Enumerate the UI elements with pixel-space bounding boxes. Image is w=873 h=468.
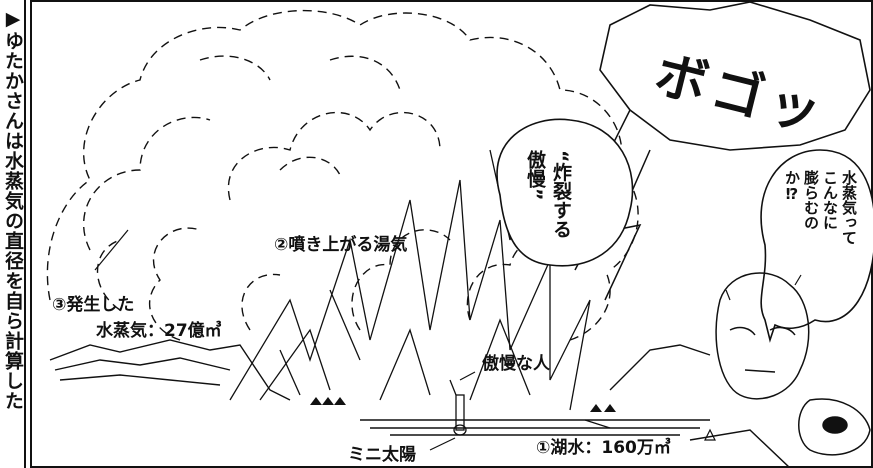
right-bubble-line2: こんなに [821, 170, 839, 230]
caption-sidebar: ▶ゆたかさんは水蒸気の直径を自ら計算した [0, 0, 26, 468]
center-bubble-text: “炸裂する 傲慢” [522, 150, 574, 260]
right-bubble-line1: 水蒸気って [840, 170, 858, 245]
vapor-label-line2: 水蒸気：27億㎥ [96, 321, 222, 341]
sfx-burst [599, 1, 871, 151]
lake-label: ①湖水：160万㎥ [536, 438, 671, 458]
right-speech-bubble [760, 149, 873, 343]
sun-label: ミニ太陽 [348, 445, 416, 465]
manga-panel: ボゴッ “炸裂する 傲慢” 水蒸気って こんなに 膨らむの か⁉ ②噴き上がる湯… [30, 0, 873, 468]
right-bubble-line3: 膨らむの [802, 170, 820, 230]
right-bubble-text: 水蒸気って こんなに 膨らむの か⁉ [782, 170, 858, 310]
caption-text: ▶ゆたかさんは水蒸気の直径を自ら計算した [2, 8, 24, 411]
steam-label: ②噴き上がる湯気 [274, 235, 408, 255]
arrow-icon: ▶ [2, 8, 24, 31]
vapor-label-line1: ③発生した [52, 295, 135, 315]
center-speech-bubble [496, 118, 634, 267]
center-bubble-line1: “炸裂する [550, 150, 572, 239]
person-label: 傲慢な人 [482, 354, 550, 374]
character-figure [689, 272, 871, 468]
center-bubble-line2: 傲慢” [524, 150, 546, 201]
right-bubble-line4: か⁉ [783, 170, 801, 203]
explosion-illustration [30, 0, 873, 468]
caption-body: ゆたかさんは水蒸気の直径を自ら計算した [2, 31, 24, 411]
